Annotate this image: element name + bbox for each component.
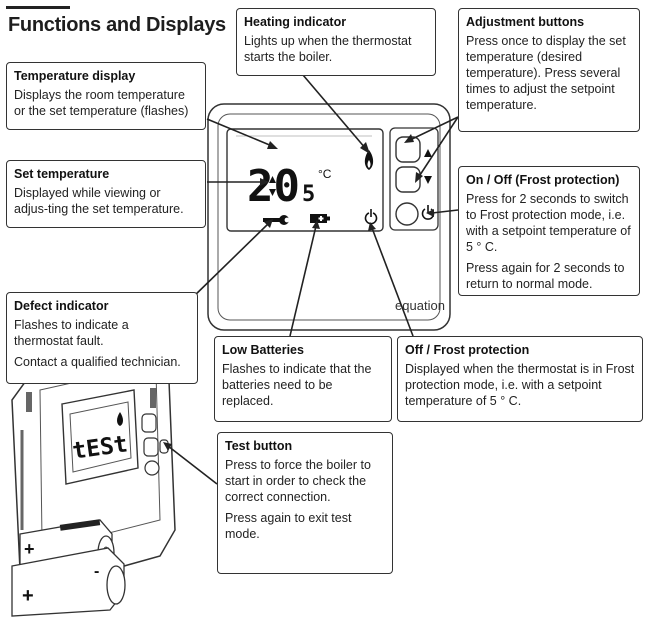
battery-icon <box>310 214 330 223</box>
flame-icon <box>364 150 374 170</box>
adjust-down-button[interactable] <box>395 166 421 193</box>
thermostat-front: 20 5 °C <box>207 103 451 331</box>
title-rule <box>6 6 70 9</box>
open-button-2 <box>143 437 159 457</box>
callout-title: On / Off (Frost protection) <box>466 173 620 187</box>
callout-low-batteries: Low Batteries Flashes to indicate that t… <box>214 336 392 422</box>
callout-body-secondary: Press again to exit test mode. <box>225 511 352 541</box>
onoff-button[interactable] <box>395 202 419 226</box>
callout-title: Test button <box>225 439 293 453</box>
down-arrow-icon <box>269 189 276 196</box>
callout-frost-protection: Off / Frost protection Displayed when th… <box>397 336 643 422</box>
callout-temperature-display: Temperature display Displays the room te… <box>6 62 206 130</box>
lcd-temperature-digits: 20 <box>247 161 300 212</box>
callout-body: Press to force the boiler to start in or… <box>225 458 371 504</box>
callout-title: Adjustment buttons <box>466 15 585 29</box>
callout-body: Press for 2 seconds to switch to Frost p… <box>466 192 631 254</box>
open-lcd-screen <box>69 401 132 473</box>
callout-adjustment-buttons: Adjustment buttons Press once to display… <box>458 8 640 132</box>
lcd-screen <box>226 128 384 232</box>
callout-set-temperature: Set temperature Displayed while viewing … <box>6 160 206 228</box>
open-button-3 <box>144 460 160 476</box>
callout-body: Flashes to indicate a thermostat fault. <box>14 318 129 348</box>
callout-body-secondary: Contact a qualified technician. <box>14 355 181 369</box>
callout-body: Displayed when the thermostat is in Fros… <box>405 362 635 408</box>
arrowheads <box>163 134 434 451</box>
callout-onoff-frost: On / Off (Frost protection) Press for 2 … <box>458 166 640 296</box>
callout-body: Flashes to indicate that the batteries n… <box>222 362 372 408</box>
brand-label: equation <box>395 298 445 313</box>
battery-sign-plus-left: + <box>24 539 35 559</box>
callout-title: Low Batteries <box>222 343 304 357</box>
callout-body: Lights up when the thermostat starts the… <box>244 34 412 64</box>
open-flame-icon <box>117 412 123 426</box>
callout-defect-indicator: Defect indicator Flashes to indicate a t… <box>6 292 198 384</box>
lcd-decimal-digit: 5 <box>302 182 315 207</box>
callout-title: Defect indicator <box>14 299 109 313</box>
leader-lines <box>167 74 459 485</box>
page-title: Functions and Displays <box>8 14 226 36</box>
callout-title: Temperature display <box>14 69 136 83</box>
callout-title: Set temperature <box>14 167 110 181</box>
adjust-up-button[interactable] <box>395 136 421 163</box>
battery-sign-minus: - <box>94 563 99 580</box>
thermostat-open: tESt + - + <box>11 349 176 617</box>
case-clip-left <box>26 392 32 412</box>
case-clip-right <box>150 388 156 408</box>
callout-body-secondary: Press again for 2 seconds to return to n… <box>466 261 625 291</box>
down-triangle-icon <box>424 176 432 184</box>
callout-title: Heating indicator <box>244 15 347 29</box>
callout-body: Press once to display the set temperatur… <box>466 34 626 112</box>
lcd-unit-label: °C <box>318 167 332 181</box>
wrench-icon <box>263 215 290 225</box>
open-button-1 <box>141 413 157 433</box>
up-triangle-icon <box>424 149 432 157</box>
callout-body: Displayed while viewing or adjus-ting th… <box>14 186 184 216</box>
up-arrow-icon <box>269 176 276 183</box>
battery-bottom <box>11 547 126 617</box>
battery-sign-plus-bottom: + <box>22 585 34 607</box>
callout-title: Off / Frost protection <box>405 343 530 357</box>
callout-body: Displays the room temperature or the set… <box>14 88 189 118</box>
callout-heating-indicator: Heating indicator Lights up when the the… <box>236 8 436 76</box>
callout-test-button: Test button Press to force the boiler to… <box>217 432 393 574</box>
